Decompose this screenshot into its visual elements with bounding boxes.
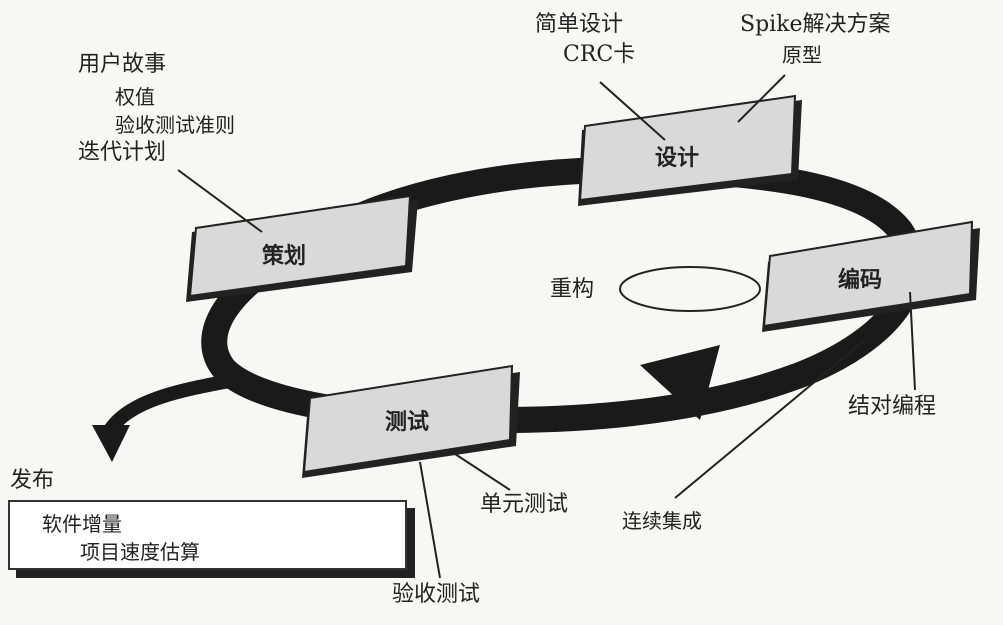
spike-solution-label: Spike解决方案 <box>740 12 891 37</box>
weight-label: 权值 <box>115 85 155 109</box>
testing-box <box>302 364 520 478</box>
prototype-label: 原型 <box>782 43 822 67</box>
pair-programming-leader <box>909 291 916 391</box>
loop-arrowhead <box>640 345 720 420</box>
project-velocity-label: 项目速度估算 <box>80 540 200 564</box>
continuous-integration-label: 连续集成 <box>622 509 702 533</box>
unit-test-leader <box>451 451 511 491</box>
design-box <box>578 94 802 206</box>
user-stories-label: 用户故事 <box>78 52 167 77</box>
pair-programming-label: 结对编程 <box>848 394 937 419</box>
planning-phase-label: 策划 <box>262 244 307 269</box>
release-label: 发布 <box>10 468 55 493</box>
software-increment-label: 软件增量 <box>42 512 122 536</box>
coding-box <box>762 220 980 332</box>
iteration-plan-label: 迭代计划 <box>78 140 167 165</box>
release-arrow <box>104 373 237 435</box>
release-arrowhead <box>92 425 130 462</box>
acceptance-test-label: 验收测试 <box>392 582 481 607</box>
unit-test-label: 单元测试 <box>480 492 569 517</box>
planning-box <box>186 194 418 302</box>
simple-design-label: 简单设计 <box>535 12 624 37</box>
coding-phase-label: 编码 <box>838 268 883 293</box>
acceptance-criteria-label: 验收测试准则 <box>115 113 235 137</box>
refactor-loop <box>619 266 761 312</box>
acceptance-test-leader <box>419 461 441 579</box>
design-right-leader <box>737 74 786 123</box>
testing-phase-label: 测试 <box>385 410 430 435</box>
release-items-box: 软件增量 项目速度估算 <box>8 500 407 570</box>
refactoring-label: 重构 <box>550 277 595 302</box>
crc-card-label: CRC卡 <box>563 42 636 67</box>
design-left-leader <box>599 81 666 141</box>
planning-leader <box>177 169 263 233</box>
design-phase-label: 设计 <box>655 146 700 171</box>
continuous-integration-leader <box>674 339 866 499</box>
